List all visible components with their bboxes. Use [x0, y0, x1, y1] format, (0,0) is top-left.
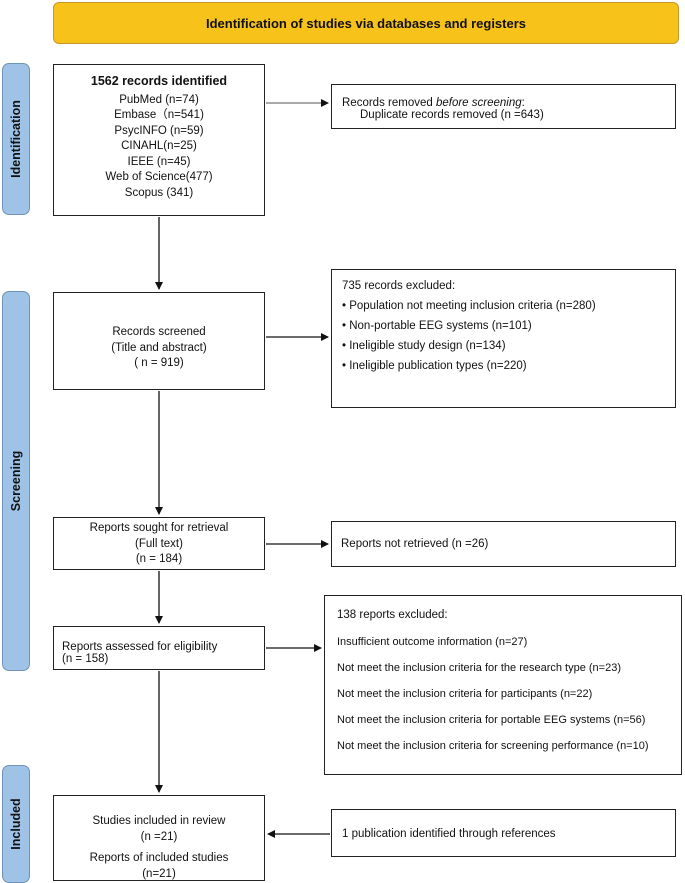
records-removed-prefix: Records removed — [342, 97, 436, 109]
source-item: PsycINFO (n=59) — [114, 124, 204, 137]
reports-excluded-title: 138 reports excluded: — [337, 609, 448, 621]
records-identified-title: 1562 records identified — [90, 74, 228, 88]
excluded-item: • Population not meeting inclusion crite… — [342, 300, 596, 312]
studies-included-line: (n =21) — [140, 830, 178, 843]
reports-excluded-item: Not meet the inclusion criteria for scre… — [337, 740, 649, 752]
reports-sought-line: (Full text) — [135, 537, 183, 550]
phase-screening: Screening — [2, 291, 30, 671]
reports-excluded-item: Insufficient outcome information (n=27) — [337, 636, 528, 648]
reports-assessed-box: Reports assessed for eligibility (n = 15… — [53, 626, 265, 670]
reports-assessed-line1: Reports assessed for eligibility — [62, 641, 218, 653]
studies-included-line: Studies included in review — [92, 815, 226, 827]
reports-excluded-item: Not meet the inclusion criteria for the … — [337, 662, 621, 674]
records-removed-line1: Records removed before screening: — [342, 97, 675, 109]
phase-identification: Identification — [2, 63, 30, 215]
reports-excluded-box: 138 reports excluded: Insufficient outco… — [324, 595, 682, 775]
records-screened-box: Records screened (Title and abstract) ( … — [53, 292, 265, 390]
reports-not-retrieved-text: Reports not retrieved (n =26) — [341, 538, 489, 550]
reports-sought-line: Reports sought for retrieval — [89, 522, 229, 534]
reports-excluded-item: Not meet the inclusion criteria for part… — [337, 688, 593, 700]
excluded-item: • Ineligible publication types (n=220) — [342, 360, 527, 372]
records-screened-line: Records screened — [112, 326, 206, 338]
excluded-item: • Non-portable EEG systems (n=101) — [342, 320, 532, 332]
records-removed-line2: Duplicate records removed (n =643) — [360, 109, 544, 121]
source-item: Embase（n=541) — [114, 109, 204, 121]
references-box: 1 publication identified through referen… — [331, 809, 676, 857]
excluded-item: • Ineligible study design (n=134) — [342, 340, 506, 352]
records-identified-box: 1562 records identified PubMed (n=74) Em… — [53, 64, 265, 216]
source-item: Scopus (341) — [124, 186, 194, 199]
phase-included: Included — [2, 765, 30, 883]
records-excluded-title: 735 records excluded: — [342, 280, 456, 292]
records-excluded-box: 735 records excluded: • Population not m… — [331, 269, 676, 408]
header-title-bar: Identification of studies via databases … — [53, 2, 679, 44]
reports-sought-box: Reports sought for retrieval (Full text)… — [53, 517, 265, 570]
records-screened-line: ( n = 919) — [134, 357, 184, 369]
studies-included-box: Studies included in review (n =21) Repor… — [53, 795, 265, 881]
studies-included-line: Reports of included studies — [89, 852, 229, 864]
source-item: PubMed (n=74) — [119, 93, 199, 106]
reports-assessed-line2: (n = 158) — [62, 653, 109, 665]
header-title: Identification of studies via databases … — [205, 15, 527, 31]
source-item: CINAHL(n=25) — [121, 140, 197, 152]
studies-included-line: (n=21) — [142, 867, 176, 880]
reports-not-retrieved-box: Reports not retrieved (n =26) — [331, 521, 676, 567]
records-screened-line: (Title and abstract) — [111, 341, 207, 354]
records-removed-suffix: : — [521, 97, 525, 109]
records-removed-italic: before screening — [435, 97, 522, 109]
source-item: Web of Science(477) — [105, 171, 213, 183]
records-removed-box: Records removed before screening: Duplic… — [331, 84, 676, 129]
source-item: IEEE (n=45) — [127, 155, 191, 168]
reports-sought-line: (n = 184) — [135, 553, 183, 565]
reports-excluded-item: Not meet the inclusion criteria for port… — [337, 714, 646, 726]
references-text: 1 publication identified through referen… — [342, 828, 556, 840]
